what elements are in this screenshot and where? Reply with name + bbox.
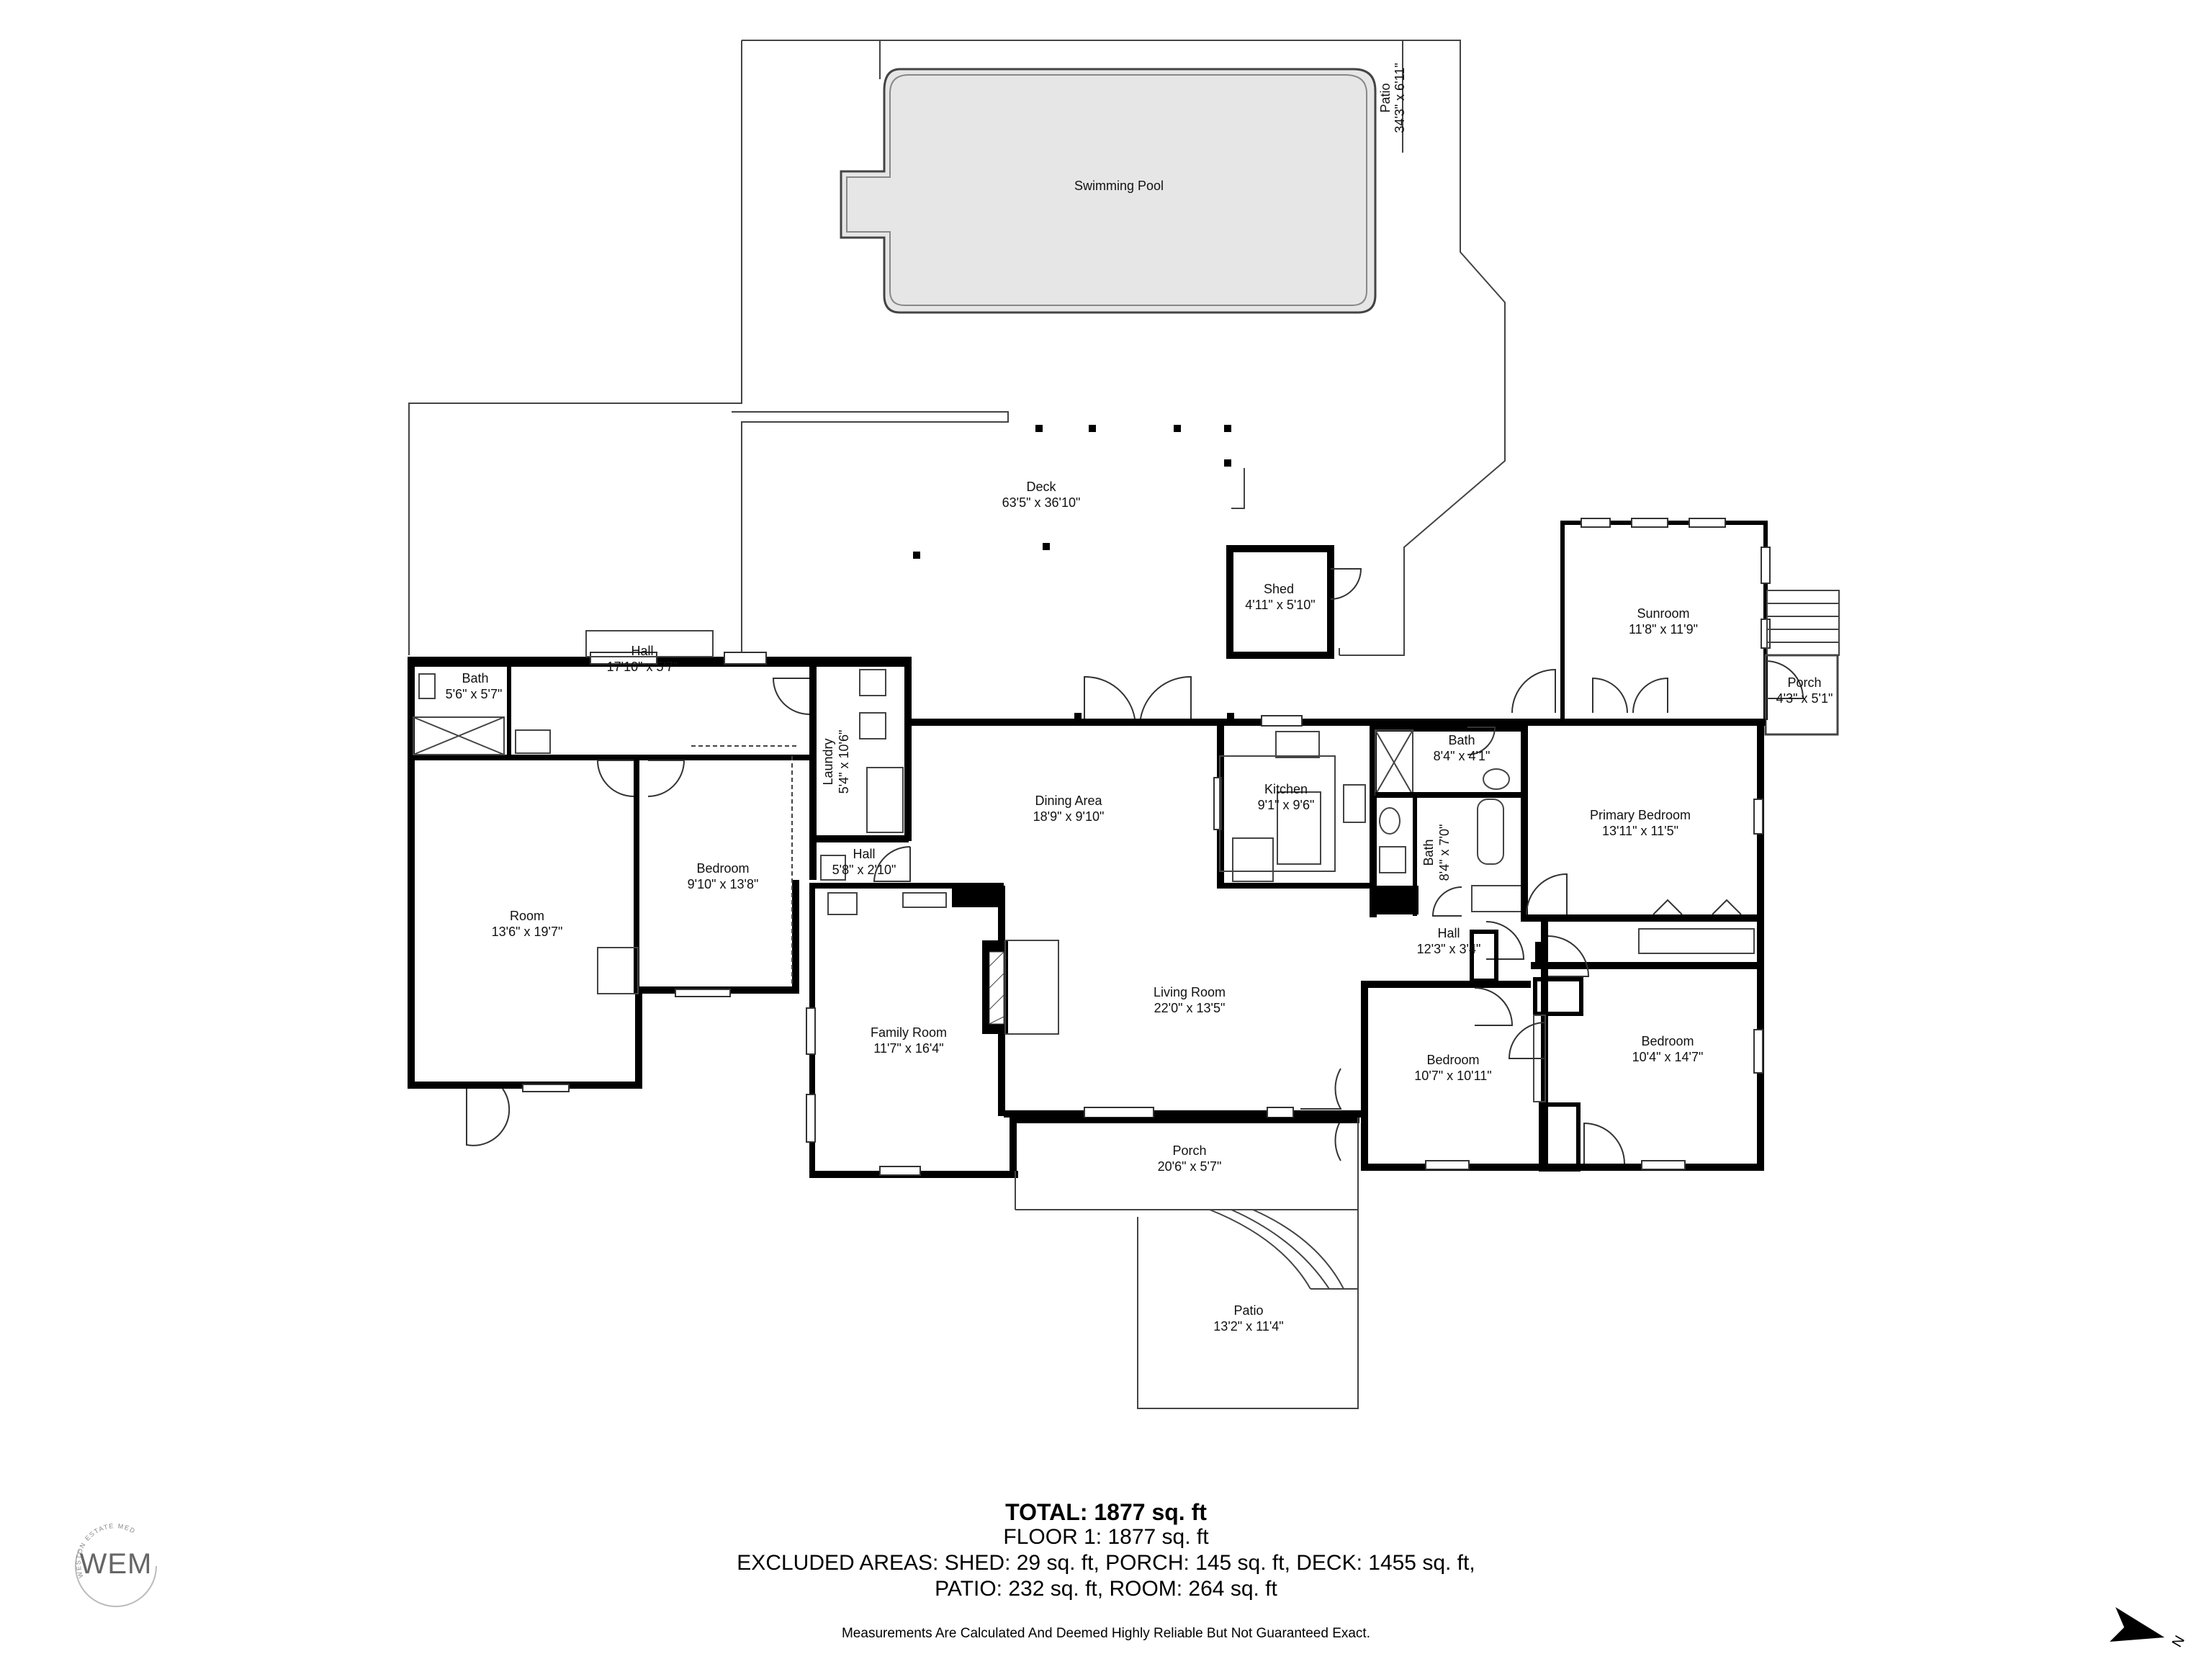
dims-hall-right: 12'3" x 3'4" [1417, 942, 1481, 956]
svg-text:Patio: Patio [1378, 83, 1393, 112]
dims-deck: 63'5" x 36'10" [1002, 495, 1081, 510]
label-kitchen: Kitchen [1264, 782, 1308, 796]
dims-family-room: 11'7" x 16'4" [873, 1041, 943, 1056]
dims-bedroom-right: 10'4" x 14'7" [1632, 1050, 1704, 1064]
svg-text:8'4" x 7'0": 8'4" x 7'0" [1437, 824, 1452, 881]
dims-bedroom-center: 10'7" x 10'11" [1414, 1069, 1491, 1083]
front-patio [1137, 1209, 1359, 1409]
total-area: TOTAL: 1877 sq. ft [1005, 1499, 1207, 1525]
label-patio-front: Patio [1233, 1303, 1263, 1318]
dims-bedroom-left: 9'10" x 13'8" [688, 877, 759, 891]
label-bath-left: Bath [462, 671, 488, 685]
label-swimming-pool: Swimming Pool [1074, 179, 1164, 193]
logo-text: WEM [79, 1548, 153, 1580]
label-primary-bedroom: Primary Bedroom [1590, 808, 1691, 822]
excluded-areas-line1: EXCLUDED AREAS: SHED: 29 sq. ft, PORCH: … [737, 1551, 1475, 1575]
deck-posts [913, 425, 1234, 720]
dims-room: 13'6" x 19'7" [492, 925, 563, 939]
north-arrow-icon: N [2110, 1607, 2188, 1650]
label-bedroom-center: Bedroom [1426, 1053, 1479, 1067]
label-patio-top: Patio 34'3" x 6'11" [1378, 63, 1407, 132]
dims-patio-front: 13'2" x 11'4" [1213, 1319, 1283, 1334]
primary-bedroom-walls [1521, 719, 1766, 1165]
dims-primary-bedroom: 13'11" x 11'5" [1602, 824, 1678, 838]
dims-hall-small: 5'8" x 2'10" [832, 863, 896, 877]
label-hall-small: Hall [853, 847, 875, 861]
label-porch-right: Porch [1787, 675, 1821, 690]
fireplace [982, 940, 1059, 1035]
north-label: N [2169, 1633, 2188, 1650]
right-bedrooms-walls [1361, 921, 1764, 1172]
deck-outline [408, 40, 1506, 656]
label-bath-vertical: Bath 8'4" x 7'0" [1421, 824, 1452, 881]
porch-right [1764, 590, 1840, 736]
label-bedroom-right: Bedroom [1641, 1034, 1694, 1048]
laundry-walls [809, 657, 1004, 889]
bath-walls [1370, 719, 1528, 922]
svg-text:34'3" x 6'11": 34'3" x 6'11" [1393, 63, 1407, 132]
sunroom [1511, 518, 1771, 720]
dims-shed: 4'11" x 5'10" [1245, 598, 1315, 612]
swimming-pool [840, 68, 1377, 314]
label-living-room: Living Room [1154, 985, 1226, 999]
label-bedroom-left: Bedroom [696, 861, 749, 876]
shed [1226, 545, 1362, 659]
label-deck: Deck [1026, 480, 1056, 494]
dims-kitchen: 9'1" x 9'6" [1258, 798, 1315, 812]
dims-living-room: 22'0" x 13'5" [1154, 1001, 1226, 1015]
label-hall-right: Hall [1437, 926, 1460, 940]
label-bath-center: Bath [1448, 733, 1475, 747]
label-porch-front: Porch [1172, 1143, 1206, 1158]
dims-dining-area: 18'9" x 9'10" [1033, 809, 1105, 824]
dims-sunroom: 11'8" x 11'9" [1629, 622, 1698, 637]
dims-porch-front: 20'6" x 5'7" [1158, 1159, 1222, 1174]
svg-text:Bath: Bath [1421, 839, 1436, 866]
left-wing-walls [408, 630, 912, 1146]
dims-bath-left: 5'6" x 5'7" [446, 687, 503, 701]
svg-text:Laundry: Laundry [821, 738, 835, 785]
dims-porch-right: 4'3" x 5'1" [1776, 691, 1833, 706]
room-labels: Swimming Pool Patio 34'3" x 6'11" Deck 6… [446, 63, 1833, 1334]
label-dining-area: Dining Area [1035, 793, 1102, 808]
excluded-areas-line2: PATIO: 232 sq. ft, ROOM: 264 sq. ft [935, 1577, 1277, 1601]
label-laundry: Laundry 5'4" x 10'6" [821, 730, 851, 794]
svg-text:5'4" x 10'6": 5'4" x 10'6" [837, 730, 851, 794]
label-room: Room [510, 909, 544, 923]
disclaimer: Measurements Are Calculated And Deemed H… [841, 1626, 1370, 1641]
dims-bath-center: 8'4" x 4'1" [1434, 749, 1491, 763]
front-porch [1010, 1118, 1359, 1217]
main-block-walls [909, 675, 1528, 1175]
floor1-area: FLOOR 1: 1877 sq. ft [1003, 1525, 1209, 1549]
label-shed: Shed [1264, 582, 1294, 596]
dims-hall-top: 17'10" x 5'7" [607, 660, 678, 674]
label-sunroom: Sunroom [1637, 606, 1689, 621]
label-hall-top: Hall [631, 644, 653, 658]
label-family-room: Family Room [871, 1025, 947, 1040]
brand-logo: WESTON ESTATE MEDIA [69, 1519, 157, 1607]
